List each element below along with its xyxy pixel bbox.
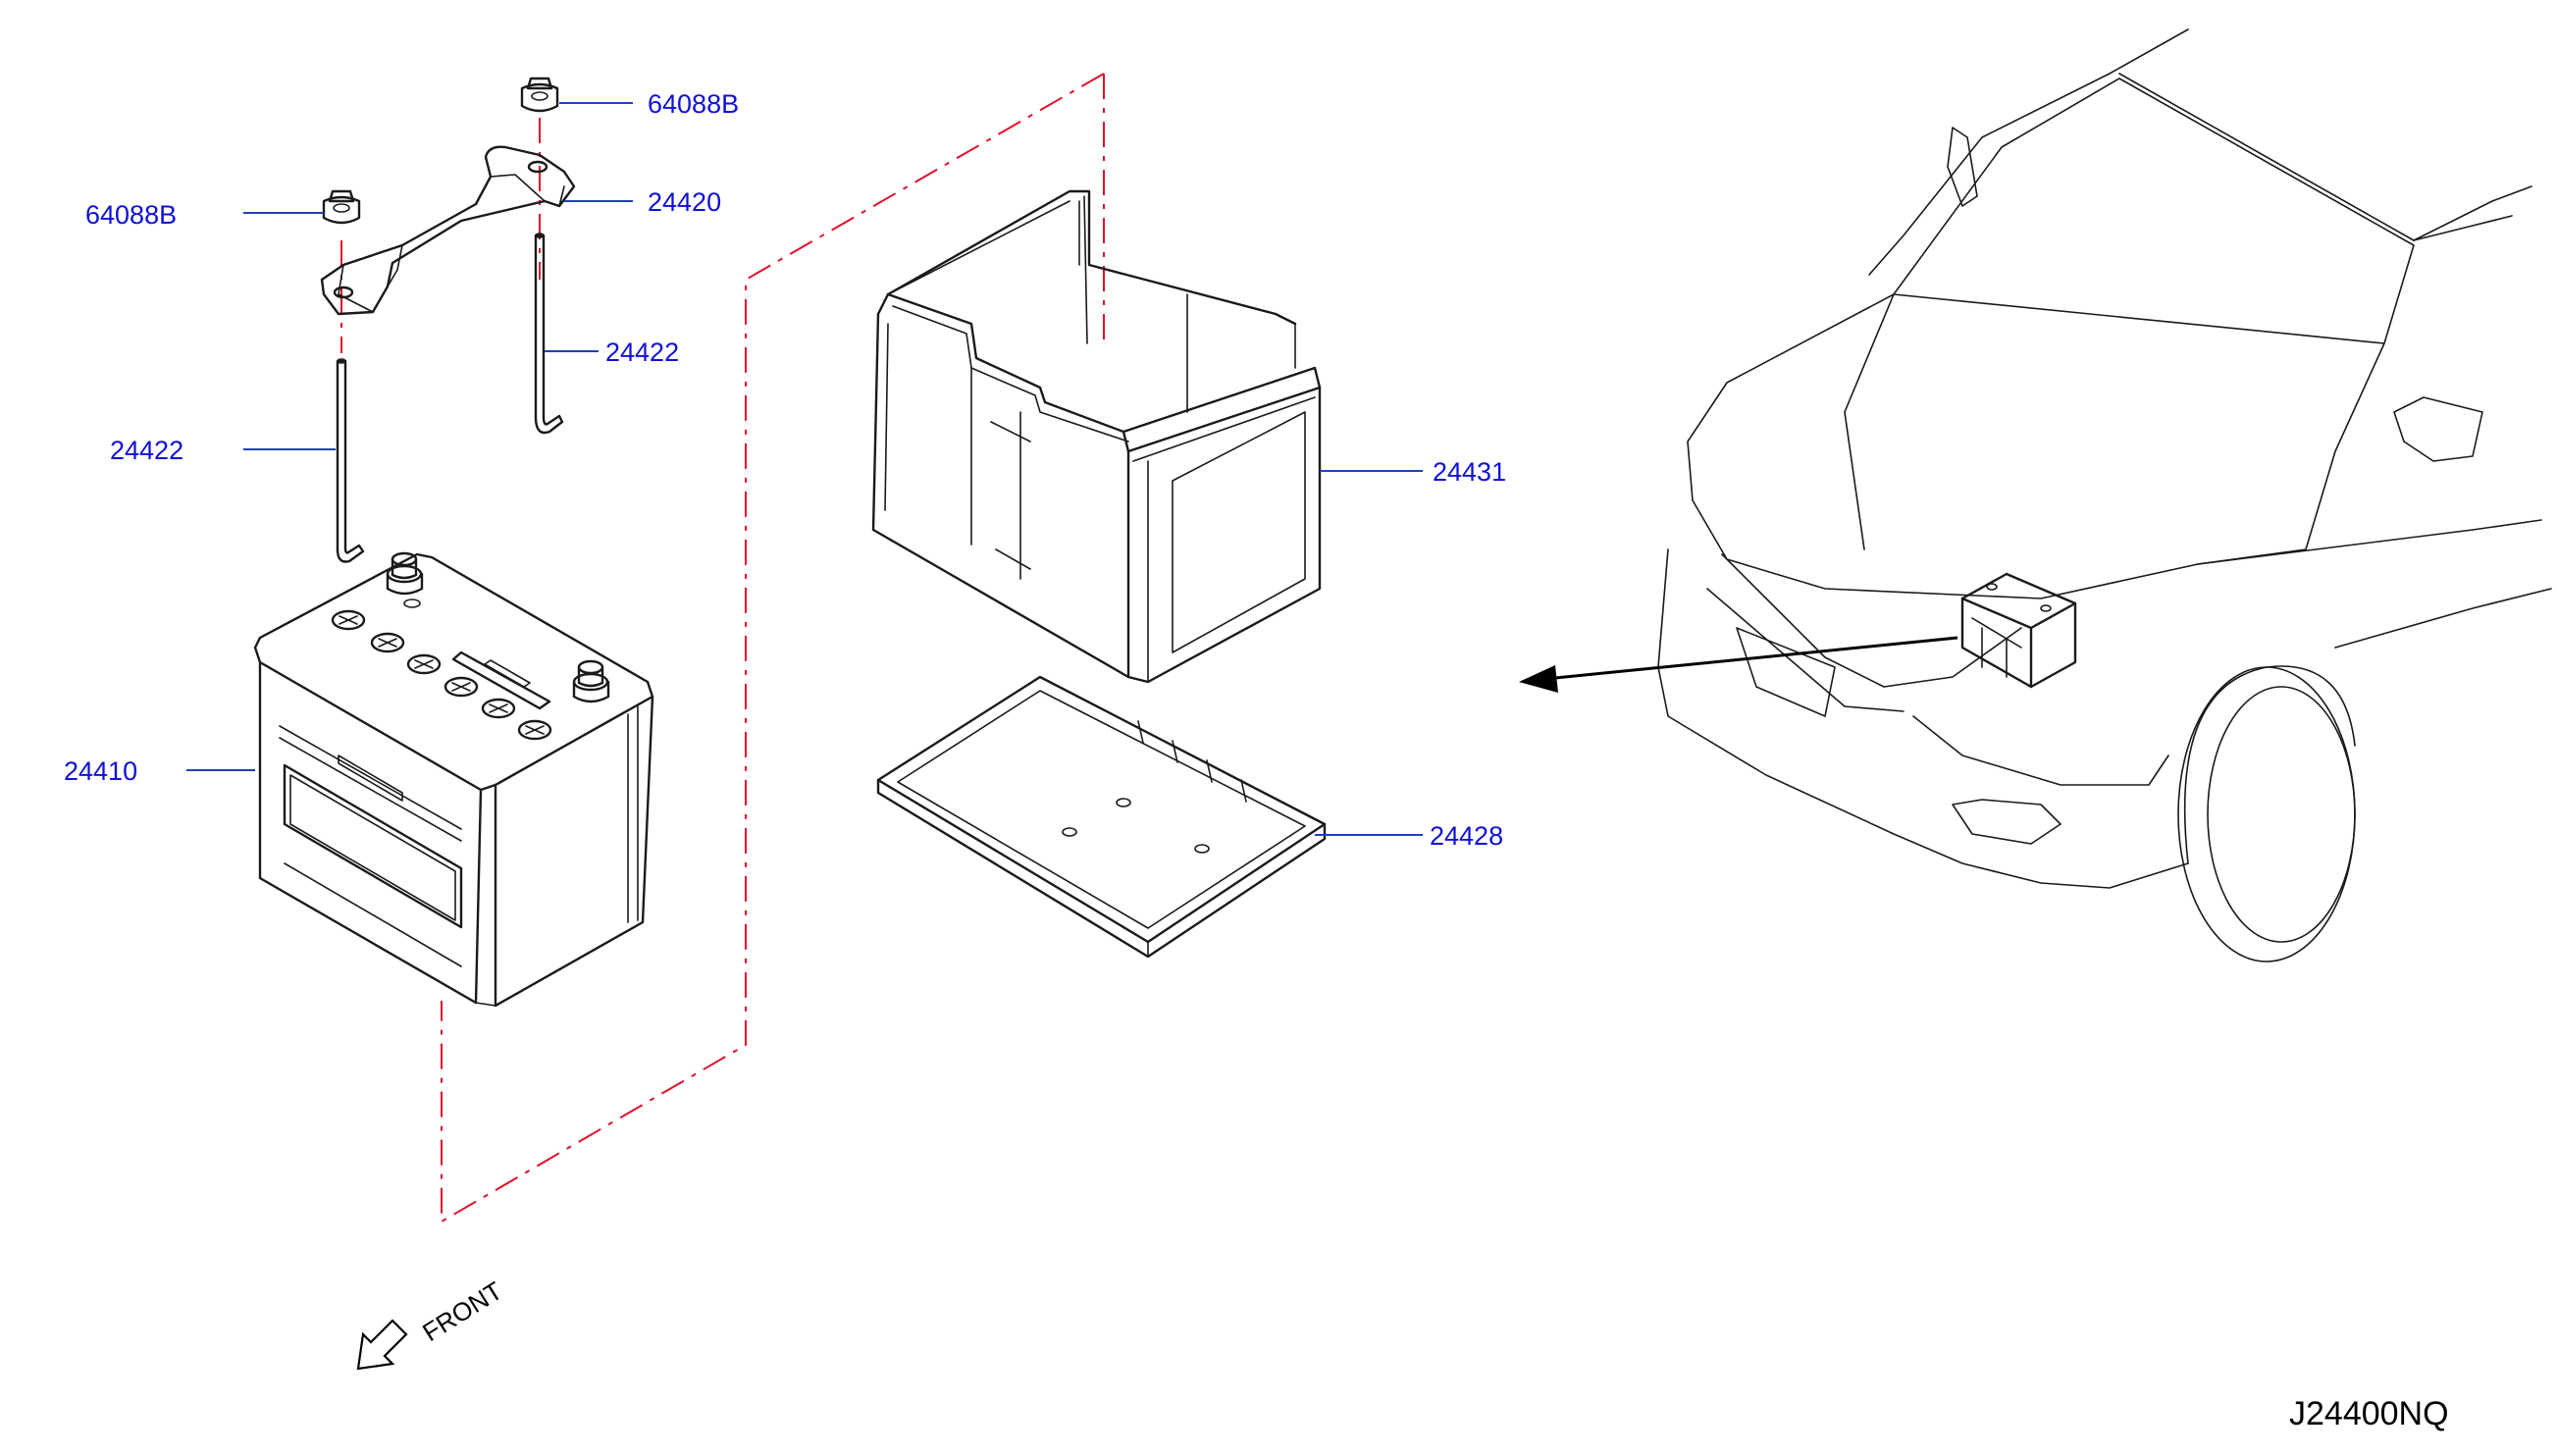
diagram-code: J24400NQ — [2289, 1395, 2449, 1432]
callout-24422-left: 24422 — [110, 436, 183, 465]
vehicle-front-outline — [1657, 28, 2552, 962]
battery-box — [871, 189, 1322, 684]
front-label: FRONT — [417, 1275, 507, 1347]
location-arrow — [1519, 636, 1958, 693]
j-bolt-left — [336, 358, 365, 563]
front-arrow-icon — [356, 1319, 408, 1371]
nut-64088b-left — [322, 189, 361, 225]
battery-hold-down-bracket — [320, 145, 576, 316]
battery-tray — [876, 675, 1327, 959]
callout-24410: 24410 — [64, 756, 137, 786]
callout-24428: 24428 — [1430, 821, 1503, 851]
cell-caps — [331, 609, 552, 741]
leader-lines — [186, 102, 1423, 836]
callout-64088b-upper: 64088B — [648, 89, 739, 119]
callout-24420: 24420 — [648, 187, 721, 217]
callout-64088b-left: 64088B — [85, 200, 177, 230]
callouts: 64088B 64088B 24420 24422 24422 24431 24… — [64, 89, 1506, 851]
callout-24431: 24431 — [1433, 457, 1506, 487]
j-bolt-right — [534, 233, 564, 435]
nut-64088b-upper — [520, 77, 559, 113]
alignment-centerlines — [340, 73, 1105, 1223]
callout-24422-right: 24422 — [605, 338, 679, 367]
front-direction-indicator: FRONT — [356, 1275, 507, 1371]
battery — [253, 551, 654, 1008]
battery-location-marker — [1960, 572, 2077, 689]
